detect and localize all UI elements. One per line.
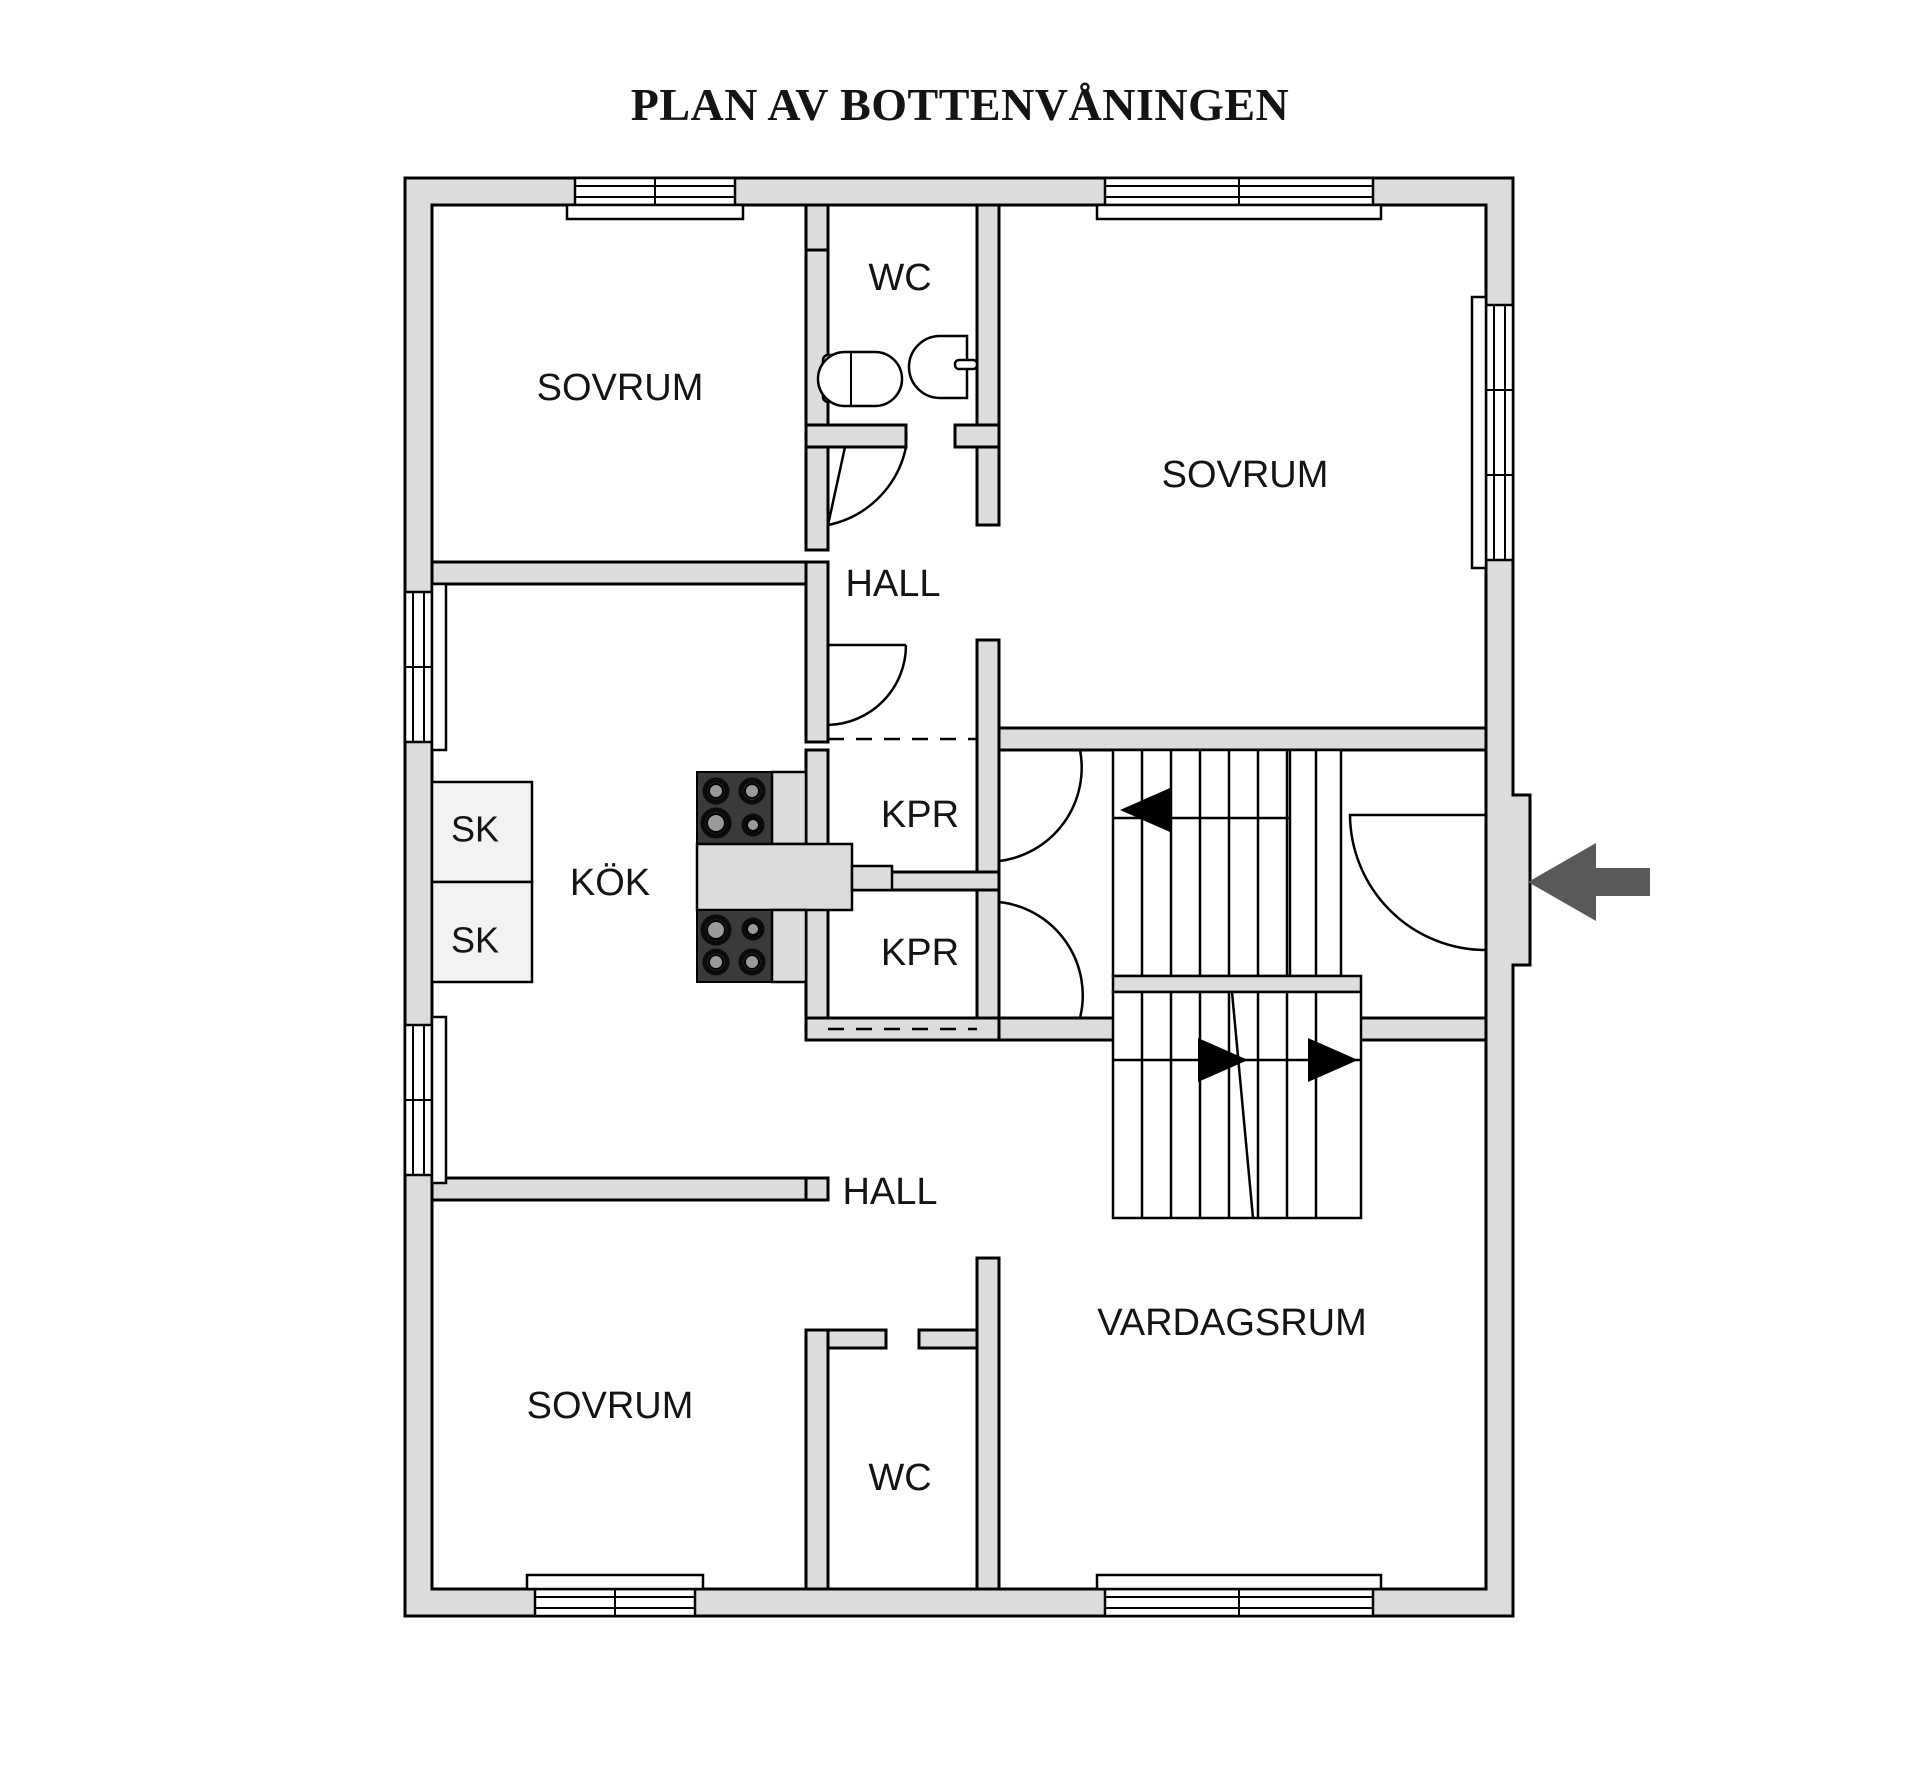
stair-arrow-down-right-2 bbox=[1308, 1038, 1358, 1082]
wc-fixtures-top bbox=[816, 334, 979, 408]
room-label-sovrum-top-right: SOVRUM bbox=[1162, 454, 1329, 496]
window-south-left bbox=[525, 1573, 705, 1618]
door-main-entrance bbox=[1348, 813, 1488, 952]
stove-upper-icon bbox=[696, 771, 773, 845]
windows bbox=[403, 176, 1515, 1618]
closet-label-sk-upper: SK bbox=[451, 809, 499, 850]
door-kpr-lower bbox=[998, 900, 1084, 1020]
door-hall-kitchen bbox=[827, 643, 908, 727]
entrance-direction-arrow bbox=[1528, 843, 1650, 921]
room-label-vardagsrum: VARDAGSRUM bbox=[1097, 1302, 1367, 1344]
window-south-right bbox=[1095, 1573, 1383, 1618]
window-east bbox=[1470, 295, 1515, 570]
kitchen-fixtures bbox=[695, 770, 894, 984]
room-label-wc-bottom: WC bbox=[868, 1457, 931, 1499]
overhead-dashed-lines bbox=[828, 737, 977, 1031]
room-label-sovrum-bottom-left: SOVRUM bbox=[527, 1385, 694, 1427]
page-title: PLAN AV BOTTENVÅNINGEN bbox=[630, 79, 1290, 130]
window-north-right bbox=[1095, 176, 1383, 221]
closet-labels: SK SK bbox=[451, 809, 499, 961]
stove-lower-icon bbox=[696, 909, 773, 983]
room-label-kpr-upper: KPR bbox=[881, 794, 959, 836]
stair-arrow-down-right-1 bbox=[1198, 1038, 1248, 1082]
room-label-kpr-lower: KPR bbox=[881, 932, 959, 974]
window-west-lower bbox=[403, 1015, 448, 1185]
room-label-kok: KÖK bbox=[570, 862, 650, 904]
window-north-left bbox=[565, 176, 745, 221]
closet-sk-lower bbox=[430, 880, 534, 984]
room-label-hall-upper: HALL bbox=[845, 563, 940, 605]
closets bbox=[430, 780, 534, 984]
toilet-icon bbox=[816, 350, 904, 408]
window-west-upper bbox=[403, 582, 448, 752]
sink-icon bbox=[907, 334, 979, 400]
closet-label-sk-lower: SK bbox=[451, 920, 499, 961]
room-labels: SOVRUM WC SOVRUM HALL KÖK KPR KPR HALL V… bbox=[527, 257, 1367, 1499]
door-kpr-upper bbox=[998, 748, 1083, 863]
room-label-sovrum-top-left: SOVRUM bbox=[537, 367, 704, 409]
stair-arrow-up-left bbox=[1120, 788, 1170, 832]
staircase bbox=[1111, 748, 1363, 1220]
room-label-wc-top: WC bbox=[868, 257, 931, 299]
room-label-hall-lower: HALL bbox=[842, 1171, 937, 1213]
doors bbox=[826, 446, 1488, 1020]
door-wc-top bbox=[826, 446, 908, 527]
closet-sk-upper bbox=[430, 780, 534, 884]
